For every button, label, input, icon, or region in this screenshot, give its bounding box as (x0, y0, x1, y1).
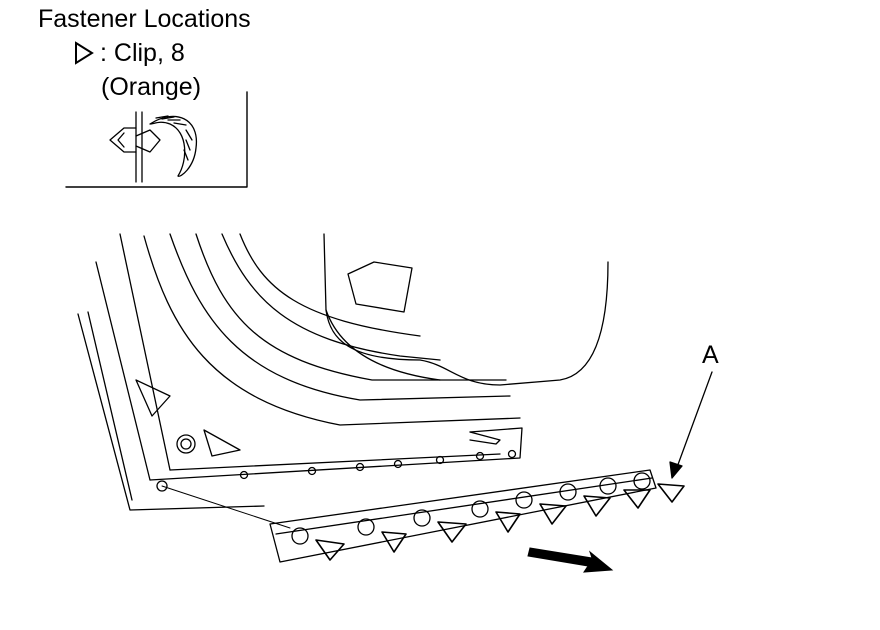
removal-direction-arrow (527, 547, 614, 573)
clip-marker-4 (495, 511, 521, 533)
diagram-title: Fastener Locations (38, 5, 251, 33)
door-panel-outline (77, 233, 609, 511)
clip-marker-2 (381, 531, 407, 553)
clip-marker-8 (657, 483, 685, 503)
legend-clip-color: (Orange) (101, 73, 202, 101)
legend-clip-text: : Clip, 8 (100, 39, 185, 67)
callout-label-a: A (702, 341, 719, 369)
trim-strip-a (269, 469, 657, 563)
clip-marker-7 (623, 489, 651, 509)
callout-arrowhead-a (669, 461, 683, 479)
clip-marker-6 (583, 495, 611, 517)
callout-leader-a (675, 371, 713, 471)
clip-marker-5 (539, 503, 567, 525)
triangle-outline-icon (75, 41, 94, 65)
alignment-line (161, 485, 291, 529)
clip-markers (315, 483, 685, 561)
clip-detail-inset (65, 91, 248, 188)
clip-marker-3 (437, 521, 467, 543)
legend-clip: : Clip, 8 (74, 38, 185, 68)
clip-marker-1 (315, 539, 345, 561)
